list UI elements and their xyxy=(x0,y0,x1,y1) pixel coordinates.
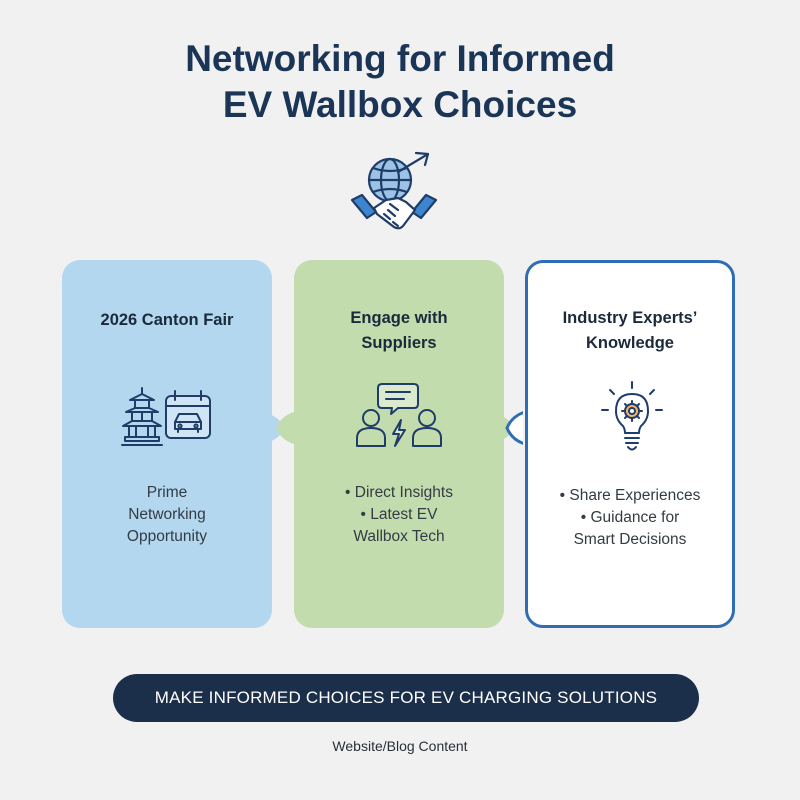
card-engage-suppliers: Engage with Suppliers • Direct Insights … xyxy=(294,260,504,628)
page-title-line-2: EV Wallbox Choices xyxy=(222,84,578,125)
card-industry-experts: Industry Experts’ Knowledge • xyxy=(525,260,735,628)
bullet-item: • Direct Insights xyxy=(345,484,453,501)
connector-arrow-1 xyxy=(264,412,294,444)
bullet-item: Smart Decisions xyxy=(573,531,687,548)
page-title-line-1: Networking for Informed xyxy=(185,38,615,79)
page-title: Networking for Informed EV Wallbox Choic… xyxy=(0,36,800,128)
connector-arrow-2 xyxy=(493,411,523,445)
card-title-line: Engage with xyxy=(350,309,448,327)
card-title: Industry Experts’ Knowledge xyxy=(528,306,732,356)
bullet-item: • Guidance for xyxy=(580,509,680,526)
people-chat-bolt-icon xyxy=(356,383,442,447)
card-body-line: Opportunity xyxy=(126,528,208,545)
card-body: • Share Experiences • Guidance for Smart… xyxy=(528,485,732,551)
bullet-item: • Share Experiences xyxy=(559,487,701,504)
card-body-line: Prime xyxy=(146,484,188,501)
pagoda-calendar-car-icon xyxy=(121,387,211,446)
card-body-line: Networking xyxy=(128,506,206,523)
card-title-line: Industry Experts’ xyxy=(562,309,698,327)
bullet-item: • Latest EV xyxy=(360,506,438,523)
footer-caption: Website/Blog Content xyxy=(332,738,468,754)
bullet-item: Wallbox Tech xyxy=(353,528,445,545)
lightbulb-gear-icon xyxy=(601,381,663,451)
card-canton-fair: 2026 Canton Fair Pri xyxy=(62,260,272,628)
card-body: Prime Networking Opportunity xyxy=(62,482,272,548)
card-title-line: Knowledge xyxy=(585,334,674,352)
globe-handshake-icon xyxy=(350,151,438,230)
card-title-line: Suppliers xyxy=(361,334,437,352)
card-body: • Direct Insights • Latest EV Wallbox Te… xyxy=(294,482,504,548)
card-title: 2026 Canton Fair xyxy=(62,308,272,333)
card-title-line: 2026 Canton Fair xyxy=(100,311,234,329)
cta-banner: MAKE INFORMED CHOICES FOR EV CHARGING SO… xyxy=(113,674,699,722)
card-title: Engage with Suppliers xyxy=(294,306,504,356)
